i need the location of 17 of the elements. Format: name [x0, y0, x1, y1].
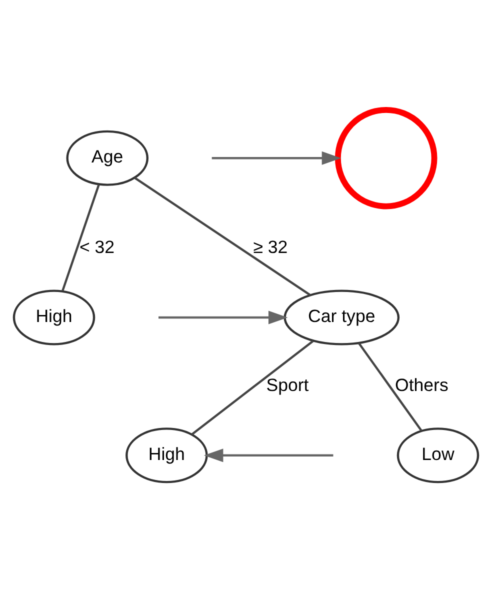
arrow — [158, 310, 288, 324]
node-ellipse: Age — [66, 130, 149, 186]
connector — [358, 342, 422, 432]
edge-label: Others — [395, 375, 448, 396]
node-ellipse: Car type — [284, 290, 400, 346]
edge-label: Sport — [266, 375, 309, 396]
connector — [134, 176, 311, 296]
node-ellipse: High — [12, 290, 96, 346]
node-ellipse: High — [126, 428, 208, 484]
arrow — [212, 151, 342, 165]
connector — [62, 184, 100, 292]
node-ellipse: Low — [396, 428, 480, 484]
arrow — [204, 448, 334, 462]
edge-label: ≥ 32 — [253, 237, 288, 258]
node-circle — [334, 106, 438, 210]
connector — [191, 340, 314, 436]
edge-label: < 32 — [79, 237, 115, 258]
